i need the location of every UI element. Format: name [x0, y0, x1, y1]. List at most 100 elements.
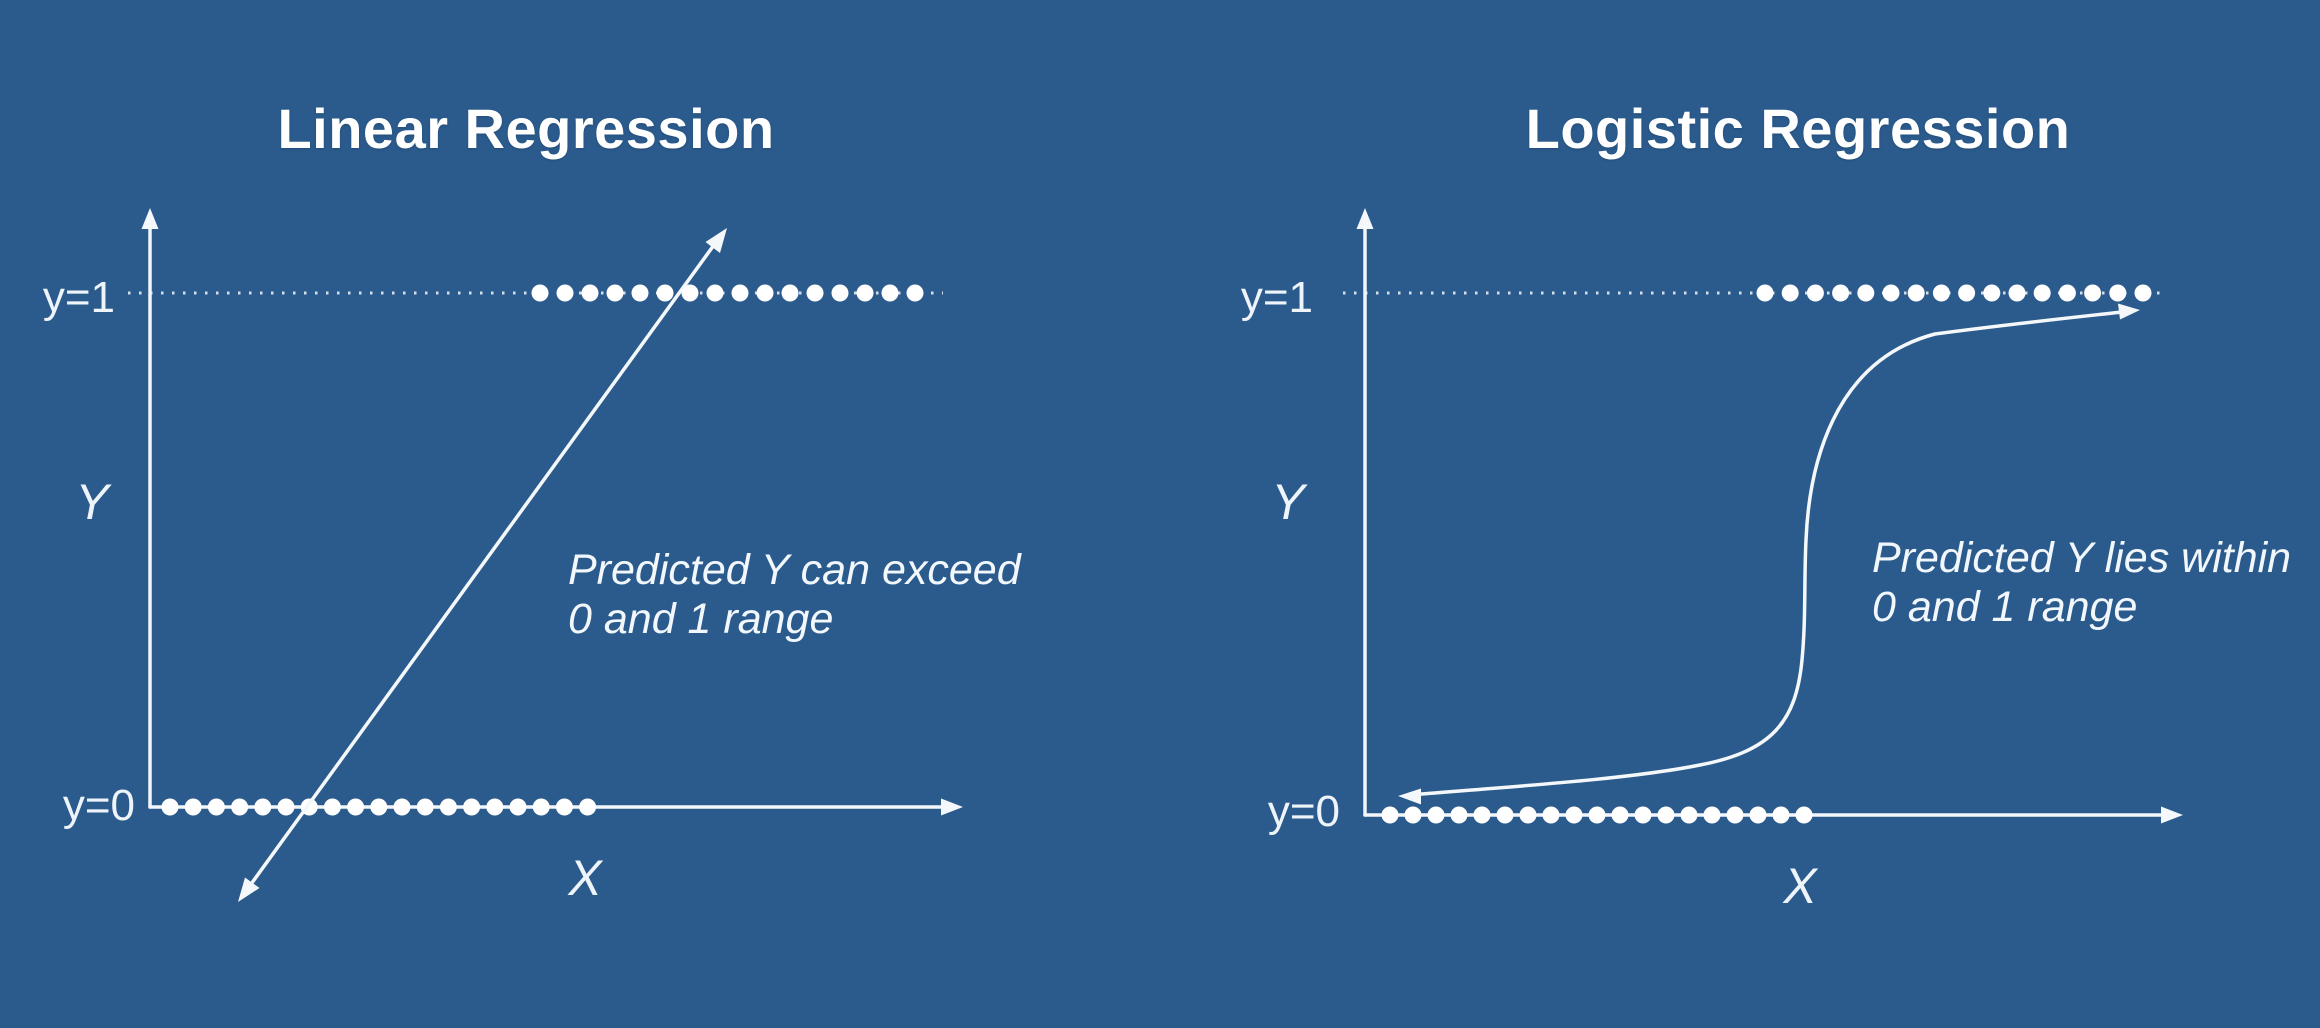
data-point-dot	[2109, 284, 2127, 302]
linear-regression-line	[244, 236, 721, 893]
data-point-dot	[1519, 806, 1537, 824]
data-point-dot	[393, 798, 411, 816]
data-point-dot	[1634, 806, 1652, 824]
data-point-dot	[2134, 284, 2152, 302]
linear-panel-title: Linear Regression	[277, 97, 775, 160]
data-point-dot	[1703, 806, 1721, 824]
right-y-axis-up-arrowhead-icon	[1356, 208, 1374, 229]
data-point-dot	[1404, 806, 1422, 824]
data-point-dot	[347, 798, 365, 816]
left-x-axis-right-arrowhead-icon	[941, 798, 963, 816]
sigmoid-right-arrowhead-icon	[2118, 303, 2140, 320]
data-point-dot	[681, 284, 699, 302]
data-point-dot	[555, 798, 573, 816]
data-point-dot	[1958, 284, 1976, 302]
right-y1-tick-label: y=1	[1240, 273, 1313, 322]
right-x-axis-label: X	[1783, 858, 1817, 914]
logistic-panel-figure	[1343, 208, 2183, 824]
data-point-dot	[1496, 806, 1514, 824]
linear-line-bottom-arrowhead-icon	[238, 877, 260, 902]
data-point-dot	[416, 798, 434, 816]
data-point-dot	[656, 284, 674, 302]
data-point-dot	[2084, 284, 2102, 302]
data-point-dot	[631, 284, 649, 302]
sigmoid-left-arrowhead-icon	[1398, 788, 1421, 805]
data-point-dot	[509, 798, 527, 816]
left-y1-tick-label: y=1	[42, 273, 115, 322]
right-x-axis-right-arrowhead-icon	[2161, 806, 2183, 824]
data-point-dot	[1450, 806, 1468, 824]
data-point-dot	[1795, 806, 1813, 824]
data-point-dot	[1473, 806, 1491, 824]
data-point-dot	[1907, 284, 1925, 302]
data-point-dot	[1882, 284, 1900, 302]
right-y0-data-dots	[1381, 806, 1813, 824]
left-y1-data-dots	[531, 284, 924, 302]
data-point-dot	[1680, 806, 1698, 824]
data-point-dot	[781, 284, 799, 302]
data-point-dot	[439, 798, 457, 816]
data-point-dot	[1781, 284, 1799, 302]
logistic-panel-title: Logistic Regression	[1525, 97, 2071, 160]
linear-line-top-arrowhead-icon	[705, 228, 727, 253]
data-point-dot	[1611, 806, 1629, 824]
data-point-dot	[1806, 284, 1824, 302]
data-point-dot	[556, 284, 574, 302]
data-point-dot	[1857, 284, 1875, 302]
data-point-dot	[184, 798, 202, 816]
linear-annotation-line1: Predicted Y can exceed	[568, 546, 1021, 594]
right-y1-data-dots	[1756, 284, 2152, 302]
data-point-dot	[463, 798, 481, 816]
linear-annotation: Predicted Y can exceed 0 and 1 range	[568, 546, 1021, 644]
data-point-dot	[579, 798, 597, 816]
data-point-dot	[1427, 806, 1445, 824]
data-point-dot	[532, 798, 550, 816]
data-point-dot	[881, 284, 899, 302]
data-point-dot	[323, 798, 341, 816]
data-point-dot	[1832, 284, 1850, 302]
data-point-dot	[1756, 284, 1774, 302]
left-x-axis-label: X	[568, 850, 602, 906]
data-point-dot	[606, 284, 624, 302]
right-y-axis-label: Y	[1271, 474, 1305, 530]
data-point-dot	[756, 284, 774, 302]
data-point-dot	[831, 284, 849, 302]
data-point-dot	[906, 284, 924, 302]
data-point-dot	[254, 798, 272, 816]
data-point-dot	[370, 798, 388, 816]
data-point-dot	[2033, 284, 2051, 302]
left-y-axis-up-arrowhead-icon	[141, 208, 159, 229]
data-point-dot	[2058, 284, 2076, 302]
data-point-dot	[1932, 284, 1950, 302]
data-point-dot	[1381, 806, 1399, 824]
data-point-dot	[1542, 806, 1560, 824]
data-point-dot	[161, 798, 179, 816]
data-point-dot	[1983, 284, 2001, 302]
linear-panel-figure	[128, 208, 963, 902]
data-point-dot	[486, 798, 504, 816]
data-point-dot	[856, 284, 874, 302]
logistic-annotation-line2: 0 and 1 range	[1872, 583, 2138, 631]
sigmoid-curve	[1406, 310, 2124, 797]
data-point-dot	[277, 798, 295, 816]
left-y-axis-label: Y	[75, 474, 109, 530]
logistic-annotation: Predicted Y lies within 0 and 1 range	[1872, 534, 2291, 632]
data-point-dot	[531, 284, 549, 302]
data-point-dot	[1657, 806, 1675, 824]
left-y0-tick-label: y=0	[62, 781, 135, 830]
data-point-dot	[706, 284, 724, 302]
right-y0-tick-label: y=0	[1267, 787, 1340, 836]
left-y0-data-dots	[161, 798, 597, 816]
data-point-dot	[1749, 806, 1767, 824]
data-point-dot	[231, 798, 249, 816]
linear-annotation-line2: 0 and 1 range	[568, 595, 834, 643]
data-point-dot	[1772, 806, 1790, 824]
data-point-dot	[1726, 806, 1744, 824]
logistic-annotation-line1: Predicted Y lies within	[1872, 534, 2292, 582]
data-point-dot	[1565, 806, 1583, 824]
data-point-dot	[731, 284, 749, 302]
data-point-dot	[207, 798, 225, 816]
data-point-dot	[581, 284, 599, 302]
